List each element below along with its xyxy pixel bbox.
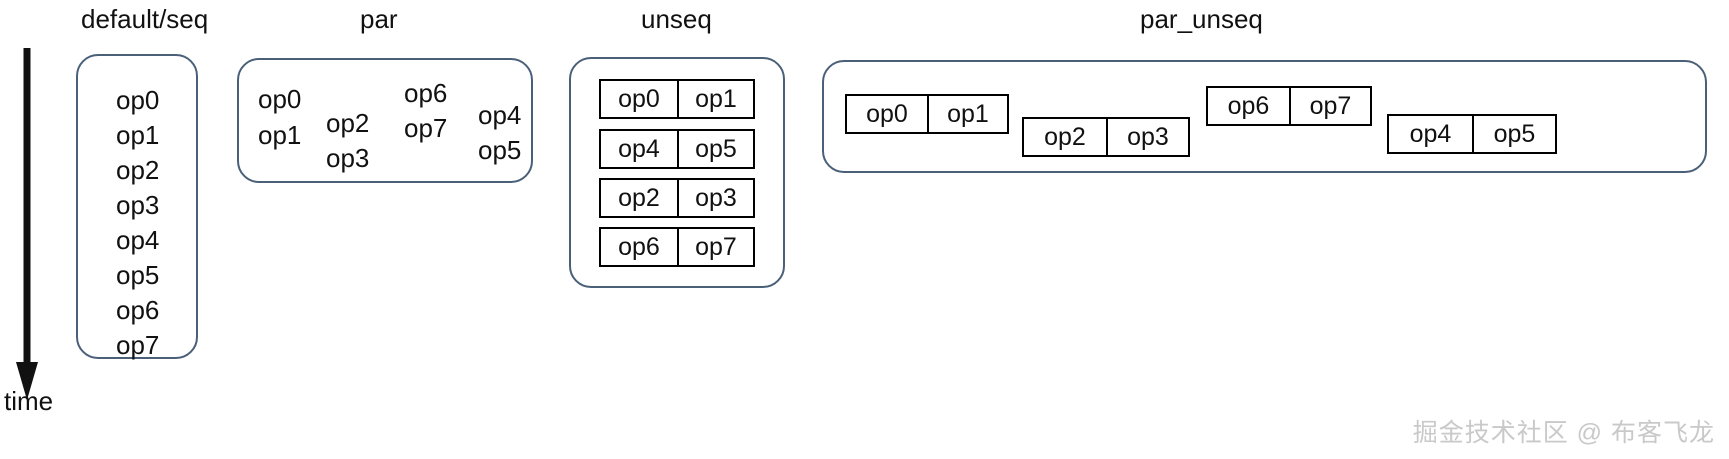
op-label: op4 (116, 225, 160, 255)
op-label: op7 (404, 113, 448, 143)
op-cell: op3 (676, 180, 753, 216)
op-label: op3 (326, 143, 370, 173)
op-pair: op0 op1 (845, 94, 1009, 134)
op-label: op4 (478, 100, 522, 130)
op-pair: op0 op1 (599, 79, 755, 119)
op-cell: op2 (618, 183, 660, 212)
op-label: op6 (116, 295, 160, 325)
op-label: op1 (258, 120, 302, 150)
op-label: op2 (116, 155, 160, 185)
op-pair: op2 op3 (1022, 117, 1190, 157)
op-pair: op4 op5 (1387, 114, 1557, 154)
op-cell: op6 (1227, 91, 1270, 120)
container-default-seq (76, 54, 198, 359)
op-cell: op7 (676, 229, 753, 265)
section-title-default-seq: default/seq (81, 4, 209, 34)
op-label: op2 (326, 108, 370, 138)
op-label: op5 (116, 260, 160, 290)
op-cell: op5 (676, 131, 753, 167)
section-title-par-unseq: par_unseq (1140, 4, 1263, 34)
op-label: op7 (116, 330, 160, 360)
op-pair: op4 op5 (599, 129, 755, 169)
watermark: 掘金技术社区 @ 布客飞龙 (1412, 419, 1715, 447)
op-cell: op4 (1409, 119, 1452, 148)
op-cell: op1 (926, 96, 1007, 132)
op-label: op1 (116, 120, 160, 150)
container-par (237, 58, 533, 183)
op-cell: op1 (676, 81, 753, 117)
op-cell: op5 (1471, 116, 1555, 152)
op-cell: op7 (1288, 88, 1370, 124)
op-pair: op6 op7 (1206, 86, 1372, 126)
op-pair: op6 op7 (599, 227, 755, 267)
op-label: op3 (116, 190, 160, 220)
section-title-par: par (360, 4, 398, 34)
op-cell: op3 (1105, 119, 1188, 155)
op-label: op6 (404, 78, 448, 108)
section-title-unseq: unseq (641, 4, 712, 34)
op-cell: op4 (618, 134, 660, 163)
op-cell: op6 (618, 232, 660, 261)
op-cell: op0 (618, 84, 660, 113)
op-cell: op0 (866, 99, 908, 128)
time-axis-label: time (4, 386, 54, 416)
op-label: op0 (258, 84, 302, 114)
op-cell: op2 (1044, 122, 1086, 151)
op-label: op5 (478, 135, 522, 165)
op-pair: op2 op3 (599, 178, 755, 218)
op-label: op0 (116, 85, 160, 115)
time-arrow-icon (16, 48, 38, 400)
